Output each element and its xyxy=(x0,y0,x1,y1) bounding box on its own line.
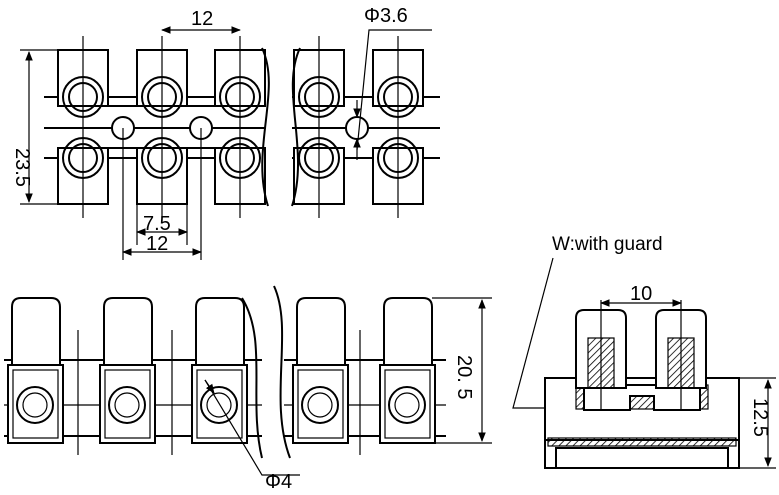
side-view: W:with guard 10 xyxy=(512,234,776,469)
front-terminal-2 xyxy=(99,297,156,444)
dim-top-pitch-label: 12 xyxy=(191,8,213,30)
dim-top-height: 23.5 xyxy=(11,49,60,205)
front-terminal-1 xyxy=(7,297,64,444)
dim-screw-label: Φ4 xyxy=(265,471,292,493)
dim-bottom-pitch-label: 12 xyxy=(146,233,168,255)
dim-front-height: 20. 5 xyxy=(432,297,492,444)
dim-front-height-label: 20. 5 xyxy=(453,355,475,399)
side-head-left xyxy=(575,300,627,410)
dim-side-height-label: 12.5 xyxy=(749,398,771,437)
dim-screw: Φ4 xyxy=(204,379,300,493)
front-terminal-4 xyxy=(292,297,349,444)
front-terminal-3 xyxy=(191,297,248,444)
dim-top-pitch: 12 xyxy=(161,8,241,34)
front-view: 20. 5 Φ4 xyxy=(4,285,492,493)
dim-inner-label: 7.5 xyxy=(143,213,171,235)
dim-side-width: 10 xyxy=(600,283,682,307)
dim-side-width-label: 10 xyxy=(630,283,652,305)
side-head-right xyxy=(655,300,707,410)
dim-hole: Φ3.6 xyxy=(353,5,432,160)
dim-hole-label: Φ3.6 xyxy=(364,5,408,27)
side-view-title: W:with guard xyxy=(552,234,663,255)
top-view: 12 23.5 Φ3.6 7.5 12 xyxy=(11,5,440,260)
front-break-lines xyxy=(241,285,291,460)
dim-bottom: 7.5 12 xyxy=(122,213,202,256)
top-break-lines xyxy=(261,40,301,220)
top-centerlines xyxy=(82,36,399,260)
front-terminal-5 xyxy=(379,297,436,444)
dim-side-height: 12.5 xyxy=(739,377,776,469)
dim-top-height-label: 23.5 xyxy=(11,148,33,187)
